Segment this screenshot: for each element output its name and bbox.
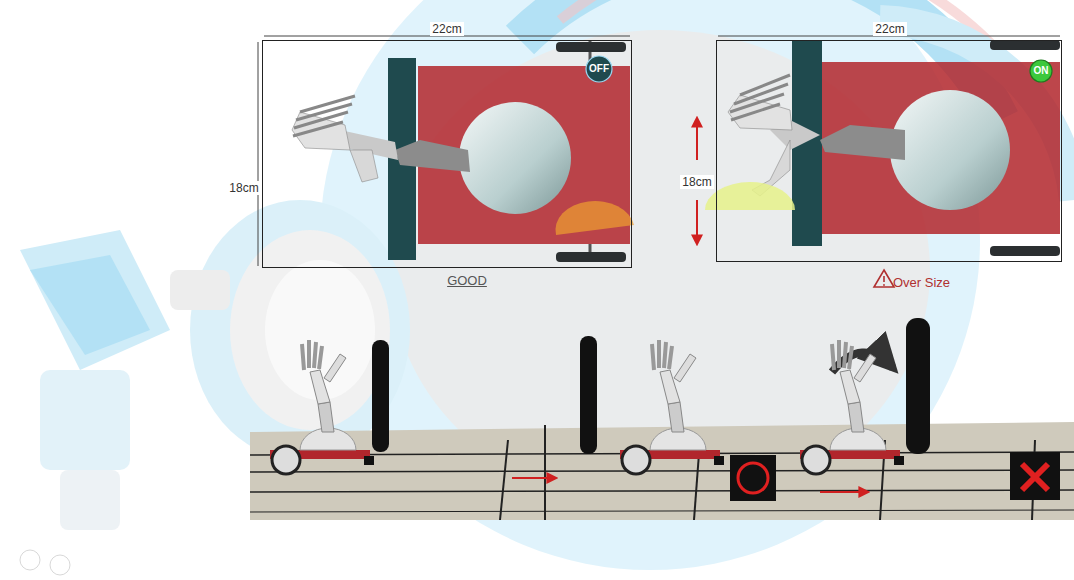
status-text: ON <box>1034 66 1049 76</box>
dimension-label: 22cm <box>430 19 463 37</box>
dimension-text: 18cm <box>680 175 713 189</box>
dimension-text: 22cm <box>430 22 463 36</box>
side-robot <box>270 340 374 474</box>
robot-side-views <box>270 340 904 474</box>
verdict-text: Over Size <box>893 275 950 290</box>
status-light: ON <box>1029 59 1053 83</box>
size-frame: GOODOFF <box>262 40 632 268</box>
track <box>250 318 1074 520</box>
size-frame: Over SizeON <box>716 40 1062 262</box>
side-robot <box>620 340 724 474</box>
dimension-text: 18cm <box>227 181 260 195</box>
dimension-label: 22cm <box>873 19 906 37</box>
dimension-label: 18cm <box>680 172 713 190</box>
dimension-text: 22cm <box>873 22 906 36</box>
status-light: OFF <box>585 55 613 83</box>
dimension-label: 18cm <box>227 178 260 196</box>
verdict-text: GOOD <box>447 273 487 288</box>
robot-watermark <box>20 0 1074 575</box>
status-text: OFF <box>589 64 609 74</box>
side-robot <box>800 340 904 474</box>
dimension-lines <box>258 36 1060 266</box>
